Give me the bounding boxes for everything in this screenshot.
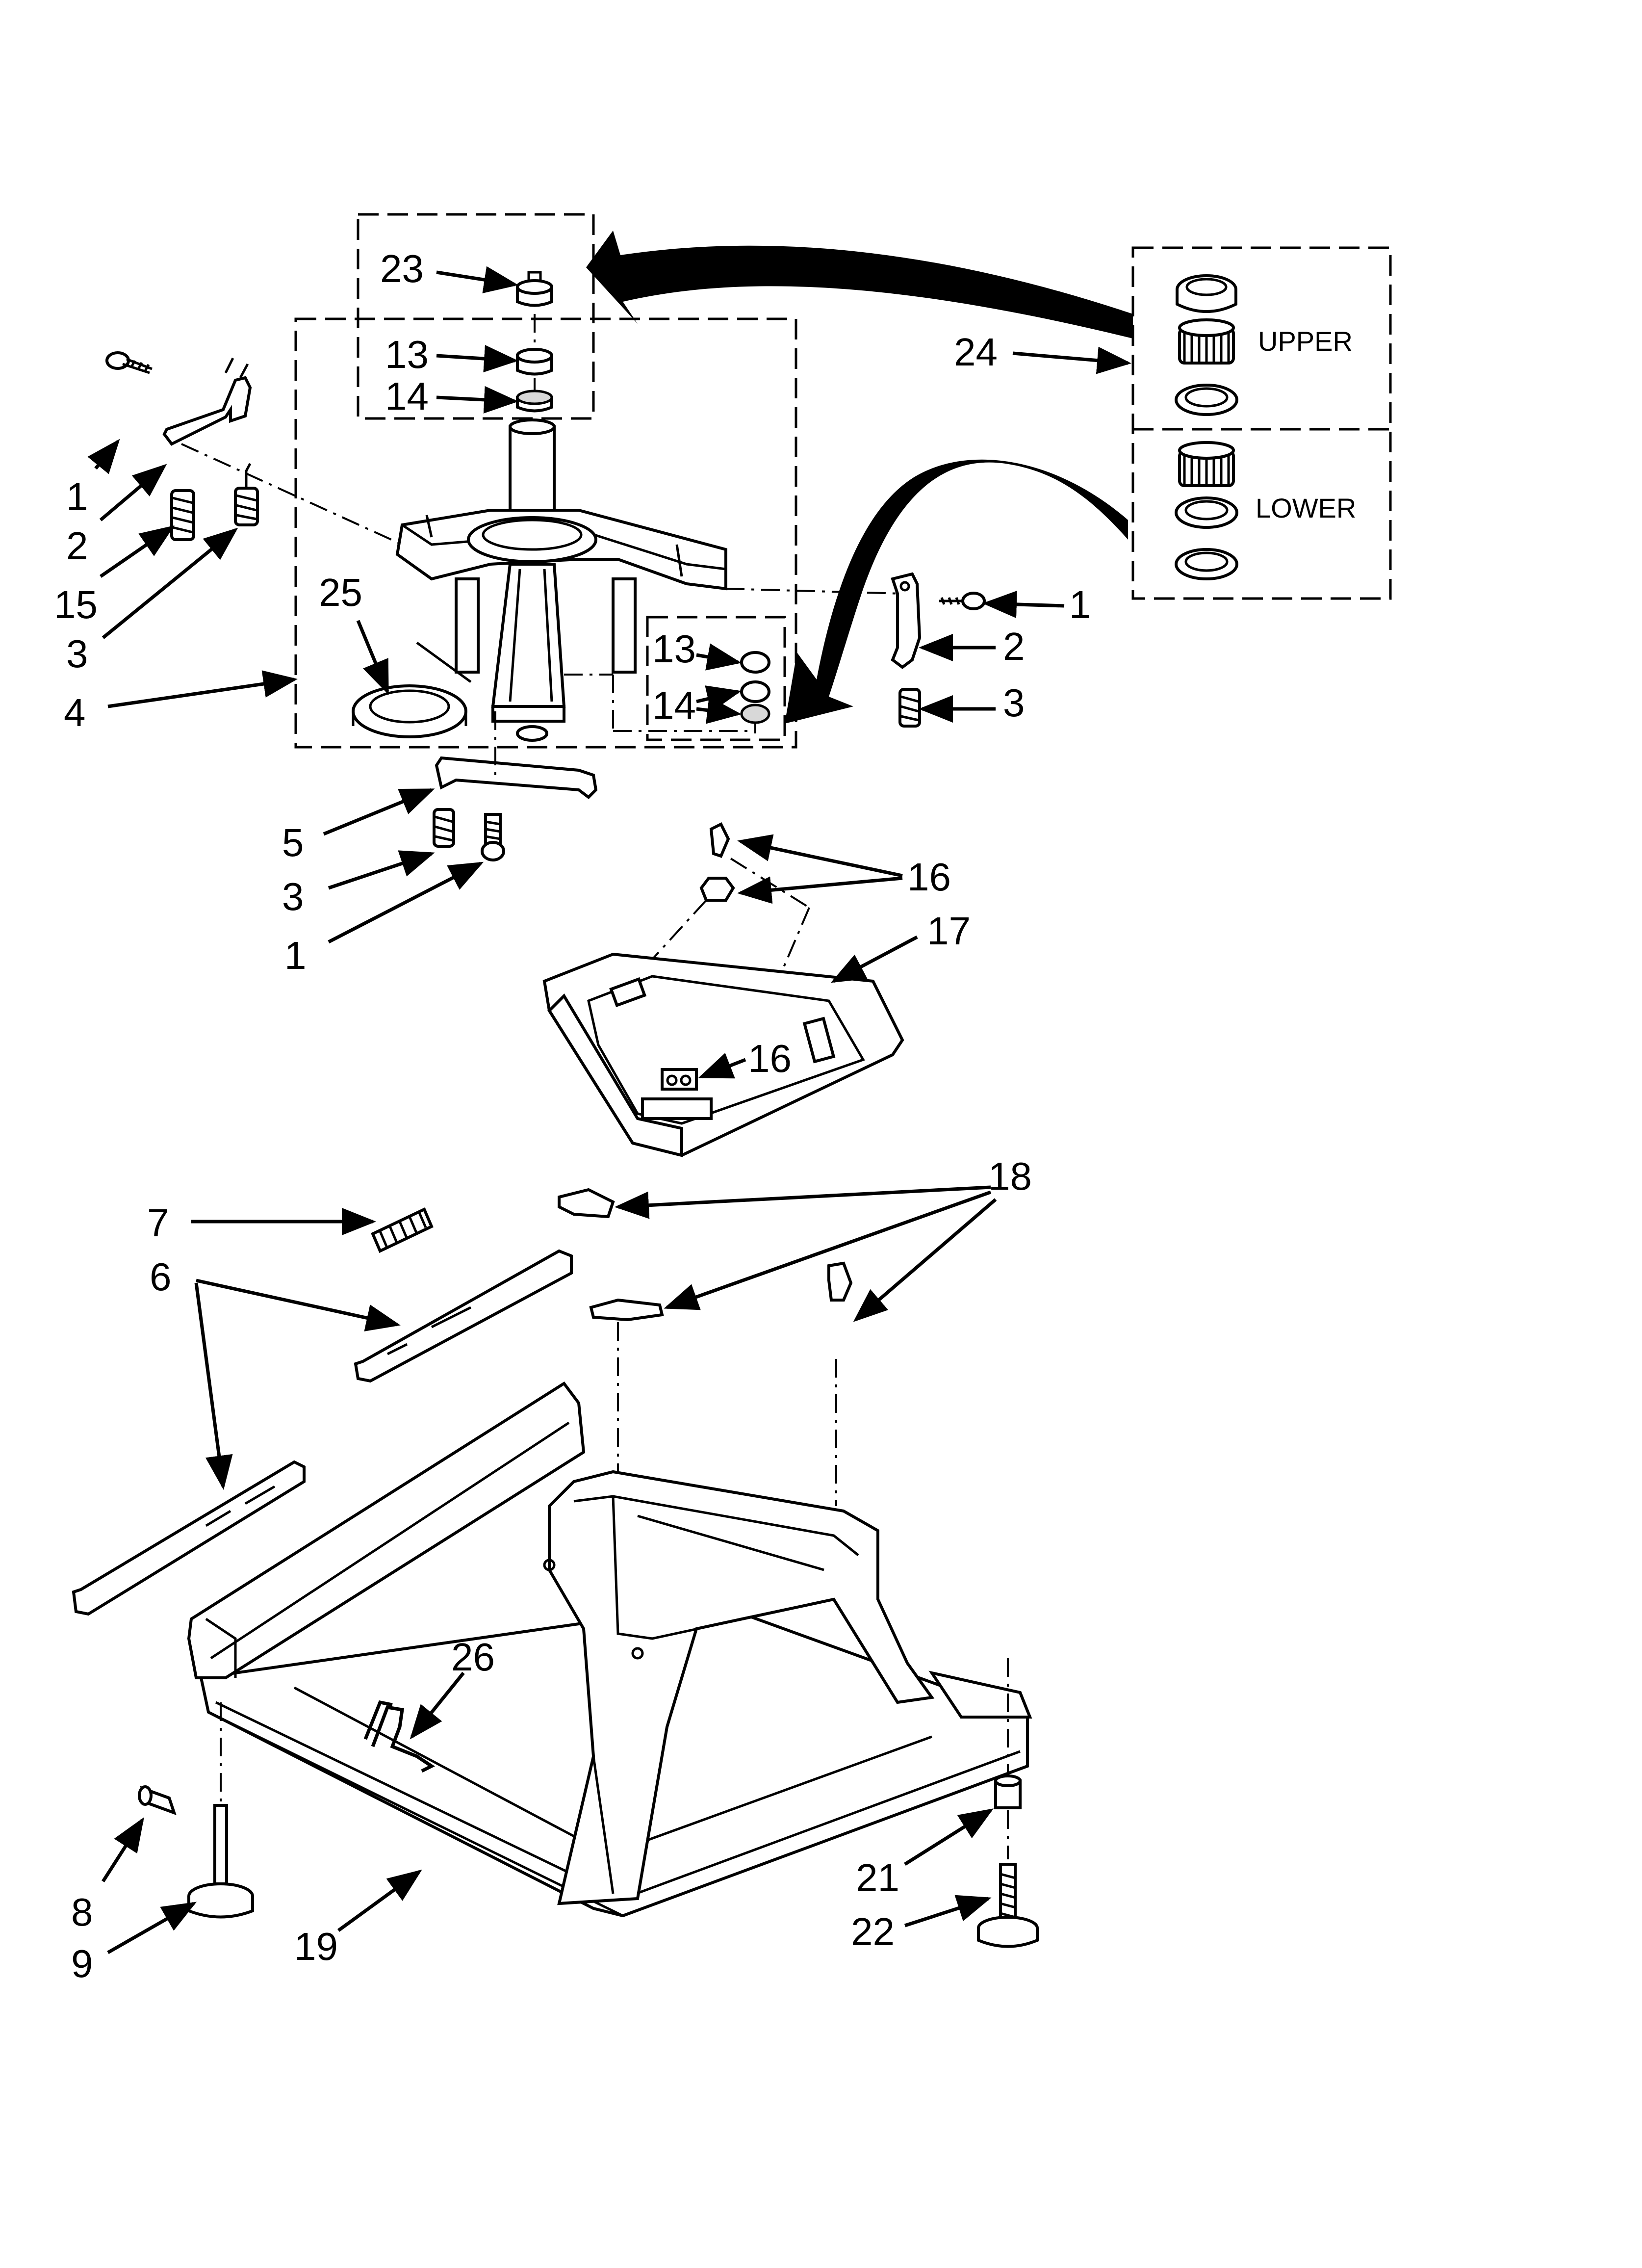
clip-16b-icon: [699, 877, 735, 902]
callout-15: 15: [54, 583, 98, 626]
foot-9-icon: [187, 1804, 254, 1919]
lower-kit-arrow: [785, 459, 1128, 724]
callout-18: 18: [988, 1154, 1032, 1198]
callout-14: 14: [385, 374, 429, 418]
leader-arrows: [87, 266, 1131, 1955]
callout-3: 3: [66, 632, 88, 676]
washer-14-icon: [516, 390, 553, 413]
callout-19: 19: [294, 1925, 338, 1968]
upper-seal-icon: [1176, 274, 1237, 313]
bracket-5-icon: [435, 756, 598, 799]
pad-18a-icon: [558, 1188, 615, 1219]
spring-right-icon: [898, 688, 921, 728]
callout-2: 2: [66, 524, 88, 568]
callout-16-mid: 16: [748, 1037, 792, 1080]
upper-label: UPPER: [1258, 326, 1353, 357]
callout-6: 6: [150, 1255, 172, 1299]
top-left-hardware: [105, 351, 259, 541]
box-23-13-14-top: [357, 213, 595, 420]
callout-7: 7: [147, 1201, 169, 1245]
clip-26-icon: [363, 1700, 435, 1773]
clip-16c-icon: [661, 1068, 698, 1091]
callout-1-right: 1: [1069, 583, 1091, 626]
bracket-icon: [162, 357, 252, 446]
callout-16: 16: [907, 855, 951, 899]
callout-14-right: 14: [652, 683, 696, 727]
nut-21-icon: [994, 1774, 1022, 1809]
seal-25-icon: [352, 641, 472, 738]
callout-2-right: 2: [1003, 625, 1025, 668]
leg-right: [977, 1658, 1039, 1948]
callout-22: 22: [851, 1910, 895, 1954]
callout-25: 25: [319, 571, 362, 614]
callout-23: 23: [380, 247, 424, 290]
hub-parts: [516, 271, 553, 413]
upper-gear-icon: [1178, 318, 1235, 365]
screw-lower-icon: [481, 813, 505, 861]
bushing-23-icon: [516, 271, 553, 307]
right-bushings: [740, 651, 770, 733]
box-13-14-right: [646, 616, 786, 741]
callout-17: 17: [927, 909, 971, 953]
rail-6a-icon: [354, 1249, 573, 1383]
dashed-boxes: [294, 213, 1392, 749]
curved-arrows: [586, 231, 1133, 724]
spring-small-icon: [234, 463, 259, 526]
spring-icon: [170, 489, 195, 541]
pad-18c-icon: [827, 1261, 853, 1302]
rail-6b-icon: [72, 1460, 306, 1616]
leg-left: [138, 1702, 254, 1919]
base-frame-19: [187, 1381, 1032, 1918]
lower-ring2-icon: [1175, 548, 1238, 580]
pad-18b-icon: [589, 1298, 664, 1322]
bracket-right-icon: [891, 572, 922, 669]
foot-22-icon: [977, 1863, 1039, 1948]
plate-17-group: [542, 822, 904, 1157]
lower-ring-icon: [1175, 496, 1238, 529]
callout-24: 24: [954, 330, 998, 374]
callout-3-right: 3: [1003, 681, 1025, 725]
pin-8-icon: [138, 1785, 177, 1815]
callout-numbers: 1 2 15 3 4 23 13 14 25 13 14 1 2 3 24 5 …: [54, 247, 1091, 1985]
upper-kit-arrow: [586, 231, 1133, 339]
callout-4: 4: [64, 691, 86, 734]
upper-ring-icon: [1175, 384, 1238, 416]
bushing-13-icon: [516, 348, 553, 376]
right-hardware: [891, 572, 986, 728]
callout-1: 1: [66, 475, 88, 519]
callout-13-right: 13: [652, 627, 696, 671]
callout-3-lower: 3: [282, 875, 304, 918]
callout-1-lower: 1: [284, 934, 307, 977]
callout-8: 8: [71, 1890, 93, 1934]
spring-lower-icon: [433, 808, 455, 848]
clip-16a-icon: [709, 822, 730, 858]
callout-5: 5: [282, 821, 304, 864]
callout-21: 21: [856, 1856, 899, 1900]
callout-26: 26: [451, 1635, 495, 1679]
center-post-assembly: [181, 418, 903, 742]
middle-parts: [72, 1188, 853, 1653]
box-24-kit: [1131, 246, 1392, 600]
spring-7-icon: [371, 1207, 434, 1253]
callout-13: 13: [385, 333, 429, 376]
kit-24: UPPER LOWER: [1175, 274, 1356, 580]
screw-icon: [105, 351, 153, 374]
lower-label: LOWER: [1256, 493, 1356, 523]
lower-bracket-hardware: [433, 711, 598, 861]
lower-gear-icon: [1178, 441, 1235, 487]
box-4-assembly: [294, 317, 797, 749]
screw-right-icon: [939, 592, 986, 610]
callout-9: 9: [71, 1942, 93, 1985]
mounting-plate-17-icon: [542, 952, 904, 1157]
